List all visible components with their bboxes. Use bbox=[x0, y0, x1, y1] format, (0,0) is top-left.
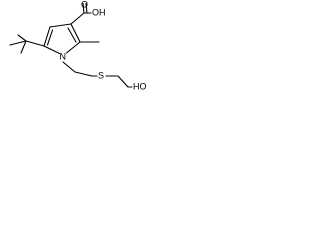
atom-label-carbonyl-oxygen: O bbox=[81, 0, 88, 9]
bond-tbutyl-methyl-top bbox=[17, 34, 27, 42]
bond-tbutyl-ring bbox=[25, 40, 45, 47]
atom-label-thioether-sulfur: S bbox=[98, 70, 104, 80]
bond-ring-c4-c3 bbox=[49, 23, 72, 28]
atom-label-terminal-hydroxyl: HO bbox=[133, 81, 147, 91]
molecule-canvas: O OH N S HO bbox=[0, 0, 153, 102]
bond-ring-c5-c4 bbox=[43, 26, 51, 47]
structure-diagram: O OH N S HO bbox=[9, 0, 147, 91]
bond-c3-carboxyl bbox=[70, 12, 85, 25]
bond-ring-c5-c4-double bbox=[46, 29, 54, 46]
bond-ring-c2-n bbox=[65, 41, 81, 54]
bond-ring-n-c5 bbox=[43, 45, 61, 55]
bond-ring-c3-c2 bbox=[70, 23, 81, 43]
bond-carbonyl-double bbox=[85, 2, 88, 14]
bond-ring-c3-c2-double bbox=[67, 27, 77, 43]
bond-ch2-ch2-terminal bbox=[117, 75, 129, 88]
bond-n-ch2 bbox=[62, 61, 76, 73]
bond-tbutyl-methyl-left bbox=[9, 40, 27, 46]
bond-carbonyl bbox=[82, 2, 85, 14]
atom-label-ring-nitrogen: N bbox=[60, 51, 67, 61]
bond-ch2-ch2 bbox=[74, 71, 93, 77]
bond-tbutyl-methyl-bottom bbox=[20, 40, 27, 54]
atom-label-carboxyl-hydroxyl: OH bbox=[92, 7, 106, 17]
